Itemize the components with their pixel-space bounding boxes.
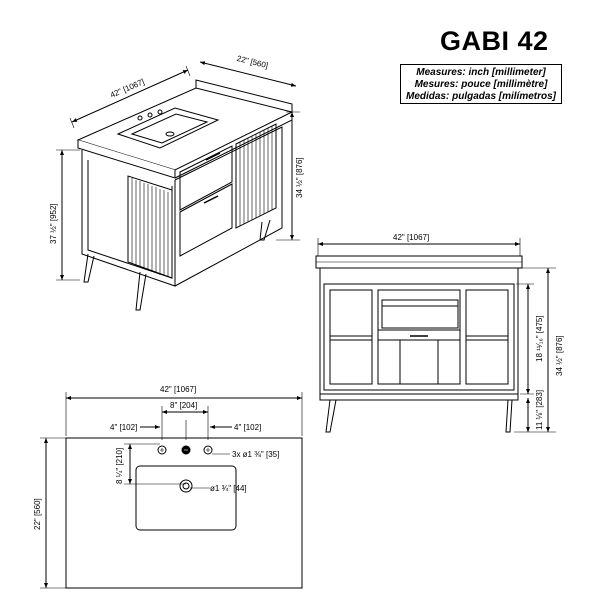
units-line-en: Measures: inch [millimeter] [416,67,546,78]
iso-right-door [239,126,273,226]
iso-height-total-label: 37 ½" [952] [49,203,58,244]
units-line-es: Medidas: pulgadas [milímetros] [405,91,557,102]
product-title: GABI 42 [440,26,549,56]
front-legs [325,399,513,433]
front-cabinet-body [319,267,519,395]
front-view [315,238,556,433]
front-height-label: 34 ½" [876] [555,335,564,376]
iso-left-door [131,178,169,277]
iso-drawer-bottom [179,183,233,257]
units-line-fr: Mesures: pouce [millimètre] [414,79,548,90]
top-width-label: 42" [1067] [160,385,196,394]
top-hole-right [203,445,213,455]
top-countertop [65,437,303,589]
top-drain [179,479,193,493]
units-legend: Measures: inch [millimeter] Mesures: pou… [400,64,562,104]
isometric-view [56,61,300,311]
top-hole-left [157,445,167,455]
top-depth-label: 22" [560] [33,498,42,530]
top-sink-depth-label: 8 ¼" [210] [115,448,124,484]
top-holes-label: 3x ø1 ⅜" [35] [232,450,279,459]
iso-height-top-label: 34 ½" [876] [295,157,304,198]
front-leg-label: 11 ⅛" [283] [535,390,544,430]
iso-drawer-top [179,145,233,211]
front-left-opening [329,289,373,385]
top-right-offset-label: 4" [102] [234,423,261,432]
top-center-label: 8" [204] [170,401,197,410]
iso-width-label: 42" [1067] [109,77,146,99]
front-center-opening [377,289,461,385]
top-view [40,392,303,589]
top-left-offset-label: 4" [102] [110,423,137,432]
front-width-label: 42" [1067] [393,233,429,242]
front-drawer-label: 18 ¹¹⁄₁₆" [475] [535,315,544,362]
top-sink-basin [135,465,237,531]
iso-legs [83,219,271,311]
front-right-opening [465,289,509,385]
top-drain-label: ø1 ¾" [44] [210,484,247,493]
iso-depth-label: 22" [560] [236,54,269,70]
